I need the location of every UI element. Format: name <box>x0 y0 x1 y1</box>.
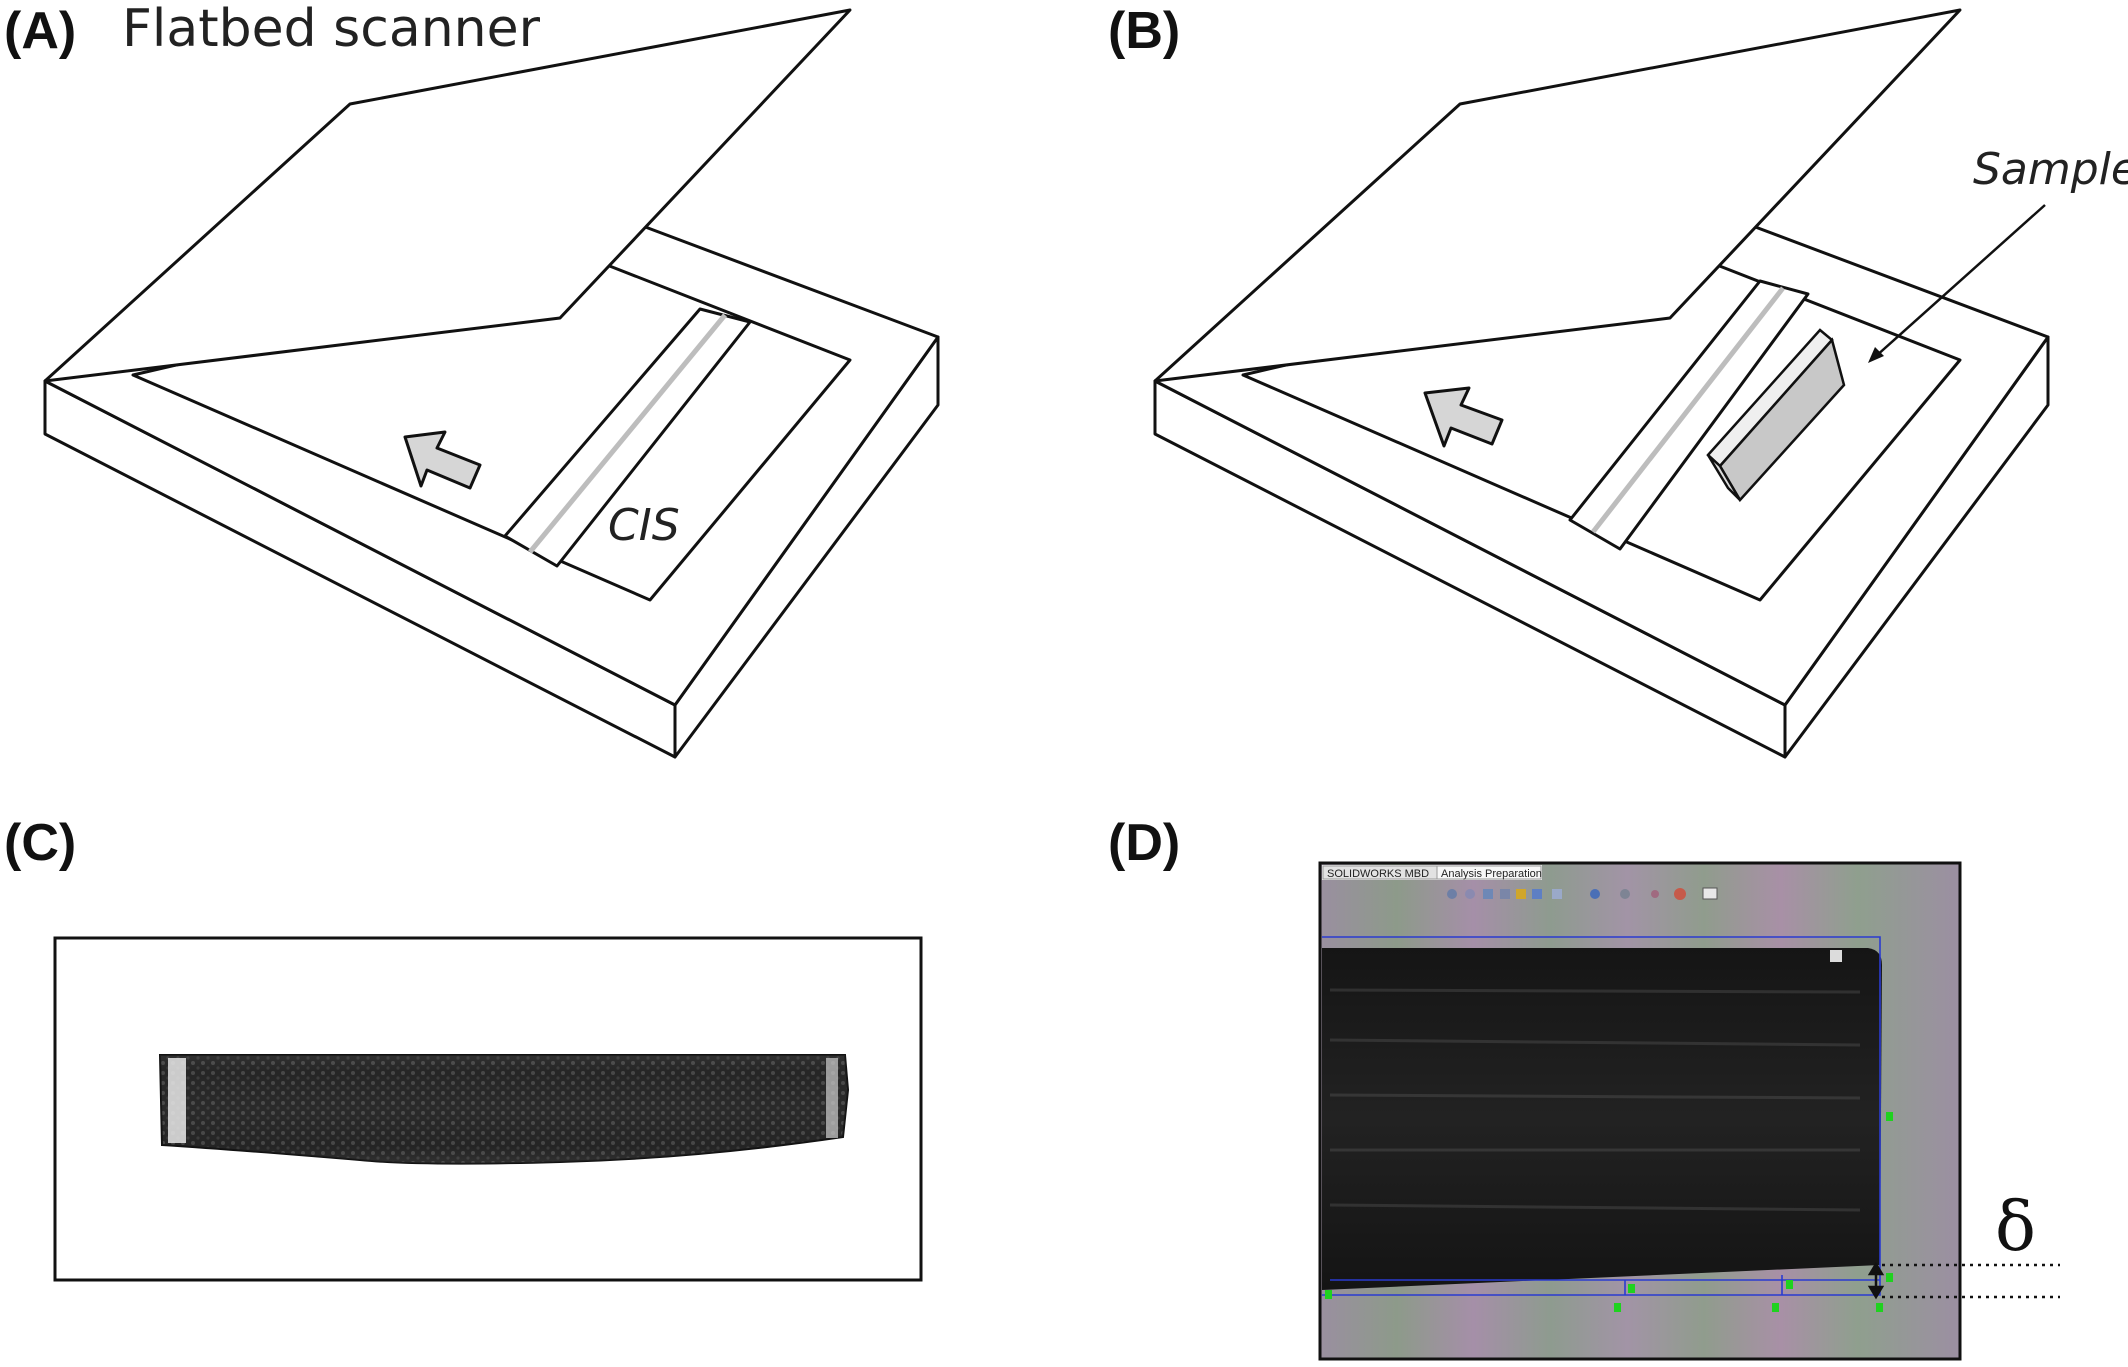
panel-c: (C) <box>4 814 923 1282</box>
scanner-lid <box>43 8 852 383</box>
panel-b-label: (B) <box>1108 2 1180 60</box>
cis-bar <box>503 307 752 568</box>
toolbar-view-settings-icon[interactable] <box>1674 888 1686 900</box>
scanner-body-a: CIS <box>43 8 940 759</box>
cad-screenshot: SOLIDWORKS MBD Analysis Preparation <box>1318 861 1962 1361</box>
constraint-marker[interactable] <box>1614 1303 1621 1312</box>
toolbar-hide-show-icon[interactable] <box>1590 889 1600 899</box>
cis-stripe <box>528 313 727 554</box>
scanner-body-b: Sample <box>1153 8 2128 759</box>
constraint-marker[interactable] <box>1886 1112 1893 1121</box>
toolbar-zoom-icon[interactable] <box>1447 889 1457 899</box>
sample-pointer-line <box>1874 204 2046 358</box>
sample-end-face <box>1706 454 1742 501</box>
panel-c-label: (C) <box>4 814 76 872</box>
toolbar-apply-scene-icon[interactable] <box>1651 890 1659 898</box>
constraint-marker[interactable] <box>1886 1273 1893 1282</box>
constraint-marker[interactable] <box>1628 1284 1635 1293</box>
tab-analysis-preparation-label: Analysis Preparation <box>1441 868 1542 880</box>
cad-toolbar <box>1447 887 1718 900</box>
scanned-sample-image <box>158 1054 850 1165</box>
delta-symbol: δ <box>1995 1188 2036 1267</box>
constraint-markers <box>1325 1112 1893 1312</box>
sample-label: Sample <box>1973 144 2128 195</box>
toolbar-dynamic-annotation-icon[interactable] <box>1516 889 1526 899</box>
constraint-marker[interactable] <box>1772 1303 1779 1312</box>
panel-a: (A) Flatbed scanner CIS <box>4 0 940 759</box>
toolbar-view-orientation-icon[interactable] <box>1532 889 1542 899</box>
toolbar-monitor-icon[interactable] <box>1702 887 1718 900</box>
scanner-lid <box>1153 8 1962 383</box>
panel-a-label: (A) <box>4 2 76 60</box>
scan-direction-arrow-icon <box>403 430 482 490</box>
tab-solidworks-mbd-label: SOLIDWORKS MBD <box>1327 868 1429 880</box>
toolbar-edit-appearance-icon[interactable] <box>1620 889 1630 899</box>
scan-direction-arrow-icon <box>1423 386 1504 448</box>
toolbar-previous-view-icon[interactable] <box>1483 889 1493 899</box>
toolbar-zoom-area-icon[interactable] <box>1465 889 1475 899</box>
sample-pointer-arrowhead-icon <box>1868 347 1884 363</box>
panel-d: (D) SOLIDWORKS MBD Analysis Preparation <box>1108 814 2060 1361</box>
specimen-corner-highlight <box>1830 950 1842 962</box>
tab-analysis-preparation[interactable] <box>1436 865 1542 880</box>
toolbar-display-style-icon[interactable] <box>1552 889 1562 899</box>
specimen-texture <box>1329 988 1861 1212</box>
panel-b: (B) Sample <box>1108 2 2128 759</box>
constraint-marker[interactable] <box>1876 1303 1883 1312</box>
panel-d-label: (D) <box>1108 814 1180 872</box>
delta-dimension-arrow <box>1867 1261 1885 1300</box>
panel-a-caption: Flatbed scanner <box>122 0 541 59</box>
constraint-marker[interactable] <box>1325 1290 1332 1299</box>
toolbar-section-view-icon[interactable] <box>1500 889 1510 899</box>
constraint-marker[interactable] <box>1786 1280 1793 1289</box>
sample-block <box>1706 328 1846 503</box>
specimen-edge-image <box>1322 948 1882 1290</box>
cis-label: CIS <box>608 500 680 551</box>
cis-stripe <box>1591 286 1785 534</box>
